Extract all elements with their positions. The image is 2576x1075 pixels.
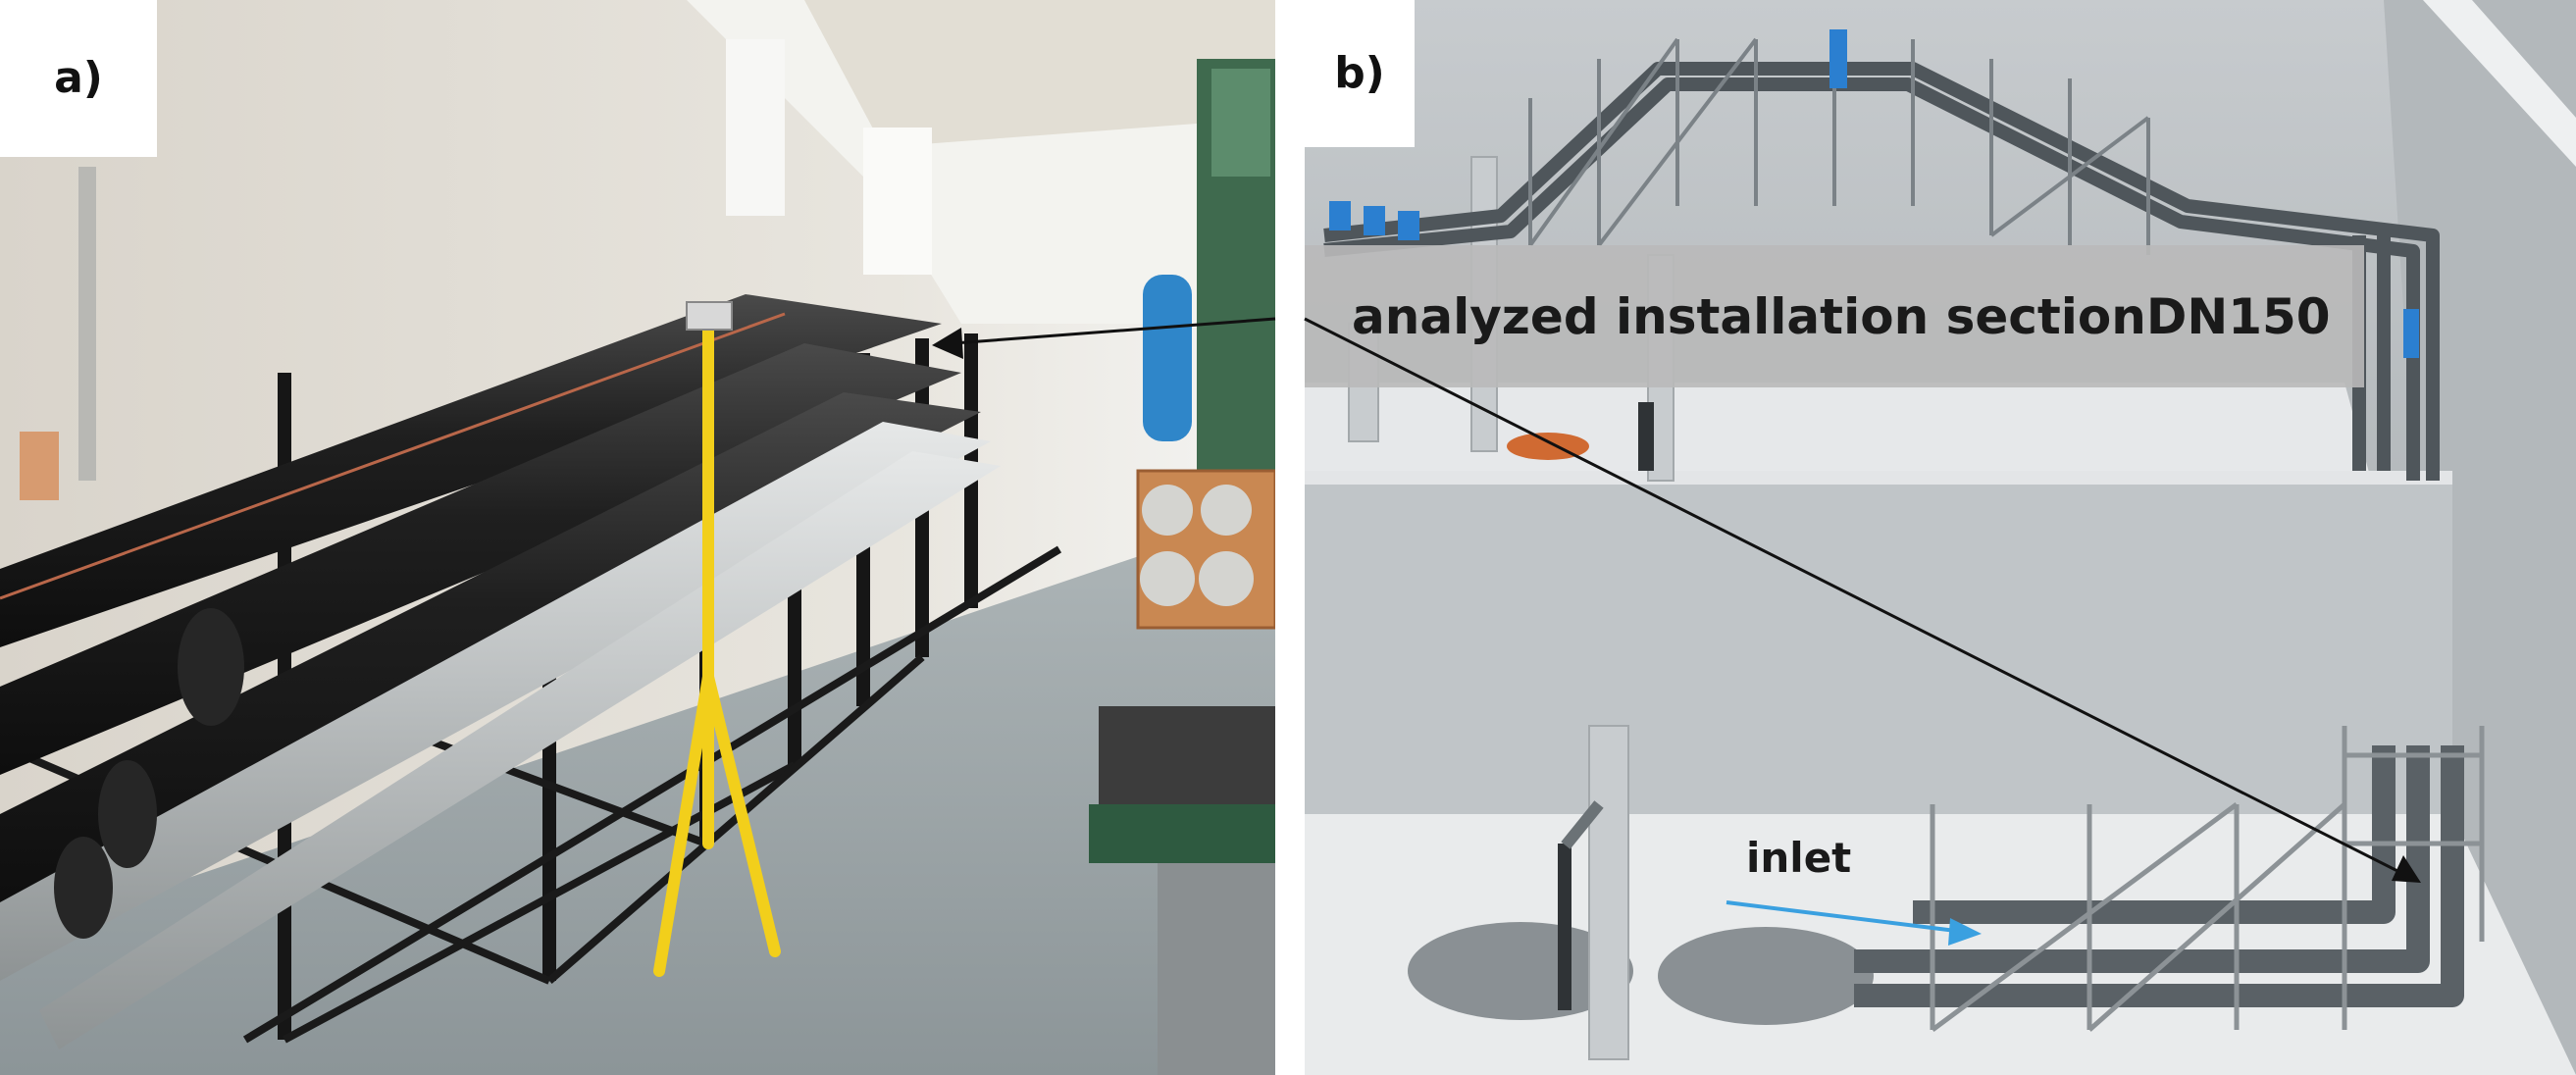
panel-label-b: b): [1305, 0, 1415, 147]
photo-panel-a: a): [0, 0, 1275, 1075]
analyzed-section-callout: analyzed installation sectionDN150: [1305, 245, 2364, 387]
inlet-label: inlet: [1746, 834, 1852, 882]
panel-label-a: a): [0, 0, 157, 157]
installation-render: [1305, 0, 2576, 1075]
lab-photo: [0, 0, 1275, 1075]
render-panel-b: b) analyzed installation sectionDN150 in…: [1305, 0, 2576, 1075]
